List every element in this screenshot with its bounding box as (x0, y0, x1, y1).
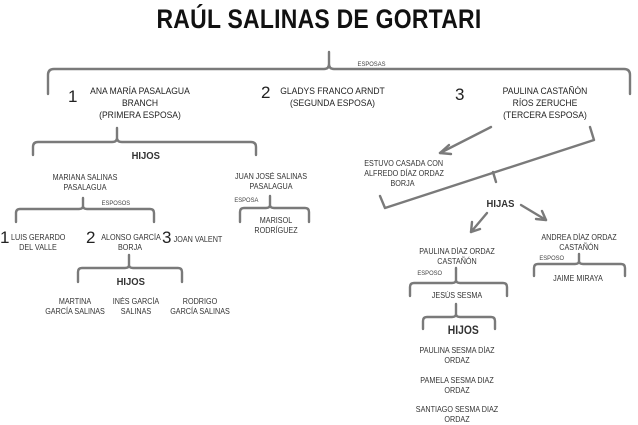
grandchild-2-line2: ORDAZ (444, 386, 470, 395)
wife-number-1: 1 (68, 87, 78, 106)
daughters-label: HIJAS (486, 198, 515, 210)
arrow-daughter-andrea (519, 203, 548, 222)
grandchild-1-line1: PAULINA SESMA DÍAZ (419, 346, 495, 355)
spouse-3-line1: JOAN VALENT (173, 235, 223, 244)
children-brace-first-wife (31, 126, 258, 157)
children-label-first-wife: HIJOS (131, 150, 160, 162)
spouse-brace-andrea (532, 252, 627, 278)
paulina-daughter-line1: PAULINA DÍAZ ORDAZ (419, 247, 495, 256)
spouse-1-line1: LUIS GERARDO (11, 233, 66, 242)
wife-3-role: (TERCERA ESPOSA) (503, 110, 587, 121)
wife-number-3: 3 (455, 85, 465, 104)
mariana-spouses-label: ESPOSOS (101, 200, 131, 207)
children-brace-jesus-sesma (421, 302, 497, 331)
children-label-mariana: HIJOS (116, 276, 145, 288)
grandchild-3-line1: SANTIAGO SESMA DIAZ (415, 405, 499, 414)
mariana-name-line2: PASALAGUA (63, 183, 107, 192)
previous-marriage-note: ESTUVO CASADA CON ALFREDO DÍAZ ORDAZ BOR… (364, 159, 444, 189)
mariana-child-2: INÉS GARCÍA SALINAS (109, 297, 163, 317)
children-label-paulina: HIJOS (447, 325, 479, 337)
mariana-spouse-2: ALONSO GARCÍA BORJA (101, 233, 161, 253)
andrea-name-line1: ANDREA DÍAZ ORDAZ (541, 233, 617, 242)
andrea-name-line2: CASTAÑÓN (559, 243, 599, 252)
mariana-child-3: RODRIGO GARCÍA SALINAS (169, 297, 232, 317)
wives-brace (46, 50, 632, 96)
wife-3-name: PAULINA CASTAÑÓN RÍOS ZERUCHE (TERCERA E… (491, 86, 599, 122)
spouse-1-line2: DEL VALLE (19, 243, 57, 252)
child-3-line2: GARCÍA SALINAS (170, 307, 230, 316)
diagonal-brace-third-wife (378, 125, 596, 210)
mariana-spouse-3: JOAN VALENT (173, 235, 223, 245)
wife-number-2: 2 (261, 83, 271, 102)
wife-3-name-line1: PAULINA CASTAÑÓN (502, 86, 588, 97)
child-1-line1: MARTINA (58, 297, 92, 306)
marisol-line2: RODRÍGUEZ (254, 226, 298, 235)
arrow-daughter-paulina (469, 211, 489, 234)
wife-3-name-line2: RÍOS ZERUCHE (512, 98, 578, 109)
mariana-spouse-number-3: 3 (162, 228, 172, 247)
mariana-spouse-number-2: 2 (86, 228, 96, 247)
mariana-name: MARIANA SALINAS PASALAGUA (45, 173, 126, 193)
paulina-spouse: JESÚS SESMA (431, 291, 483, 300)
mariana-spouse-number-1: 1 (0, 228, 10, 247)
mariana-child-1: MARTINA GARCÍA SALINAS (44, 297, 107, 317)
juan-jose-spouse: MARISOL RODRÍGUEZ (249, 216, 303, 236)
grandchild-3-line2: ORDAZ (444, 415, 470, 424)
juan-jose-name: JUAN JOSÉ SALINAS PASALAGUA (231, 172, 312, 192)
child-1-line2: GARCÍA SALINAS (45, 307, 105, 316)
wife-1-name-line2: BRANCH (121, 98, 159, 109)
wife-1-name: ANA MARÍA PASALAGUA BRANCH (PRIMERA ESPO… (86, 86, 194, 122)
paulina-spouse-label: ESPOSO (417, 270, 443, 277)
spouse-brace-juan-jose (238, 194, 311, 224)
previous-marriage-line2: ALFREDO DÍAZ ORDAZ (364, 169, 444, 178)
paulina-daughter-name: PAULINA DÍAZ ORDAZ CASTAÑÓN (417, 247, 496, 267)
grandchild-1: PAULINA SESMA DÍAZ ORDAZ (417, 346, 496, 366)
juan-jose-spouse-label: ESPOSA (234, 197, 259, 204)
juan-jose-name-line2: PASALAGUA (249, 182, 293, 191)
spouse-2-line2: BORJA (117, 243, 142, 252)
wife-2-name: GLADYS FRANCO ARNDT (SEGUNDA ESPOSA) (276, 86, 389, 110)
spouse-brace-paulina (408, 266, 509, 298)
andrea-spouse: JAIME MIRAYA (553, 274, 603, 283)
wife-1-name-line1: ANA MARÍA PASALAGUA (90, 86, 190, 97)
grandchild-2-line1: PAMELA SESMA DIAZ (420, 376, 494, 385)
grandchild-1-line2: ORDAZ (444, 356, 470, 365)
arrow-previous-marriage (438, 125, 493, 155)
page-title: RAÚL SALINAS DE GORTARI (156, 4, 482, 34)
child-3-line1: RODRIGO (182, 297, 218, 306)
previous-marriage-line1: ESTUVO CASADA CON (364, 159, 444, 168)
grandchild-2: PAMELA SESMA DIAZ ORDAZ (417, 376, 496, 396)
children-brace-mariana (76, 253, 184, 284)
andrea-name: ANDREA DÍAZ ORDAZ CASTAÑÓN (539, 233, 618, 253)
paulina-daughter-line2: CASTAÑÓN (437, 257, 477, 266)
mariana-spouse-1: LUIS GERARDO DEL VALLE (11, 233, 65, 253)
spouse-2-line1: ALONSO GARCÍA (101, 233, 161, 242)
previous-marriage-line3: BORJA (390, 179, 415, 188)
andrea-spouse-label: ESPOSO (539, 255, 565, 262)
wife-2-name-line1: GLADYS FRANCO ARNDT (280, 86, 385, 97)
child-2-line1: INÉS GARCÍA (112, 297, 160, 306)
mariana-name-line1: MARIANA SALINAS (52, 173, 118, 182)
child-2-line2: SALINAS (120, 307, 152, 316)
wives-label: ESPOSAS (357, 61, 386, 68)
grandchild-3: SANTIAGO SESMA DIAZ ORDAZ (415, 405, 500, 425)
marisol-line1: MARISOL (259, 216, 293, 225)
spouses-brace-mariana (14, 196, 156, 224)
wife-1-role: (PRIMERA ESPOSA) (99, 110, 181, 121)
juan-jose-name-line1: JUAN JOSÉ SALINAS (234, 172, 308, 181)
wife-2-role: (SEGUNDA ESPOSA) (289, 98, 376, 109)
